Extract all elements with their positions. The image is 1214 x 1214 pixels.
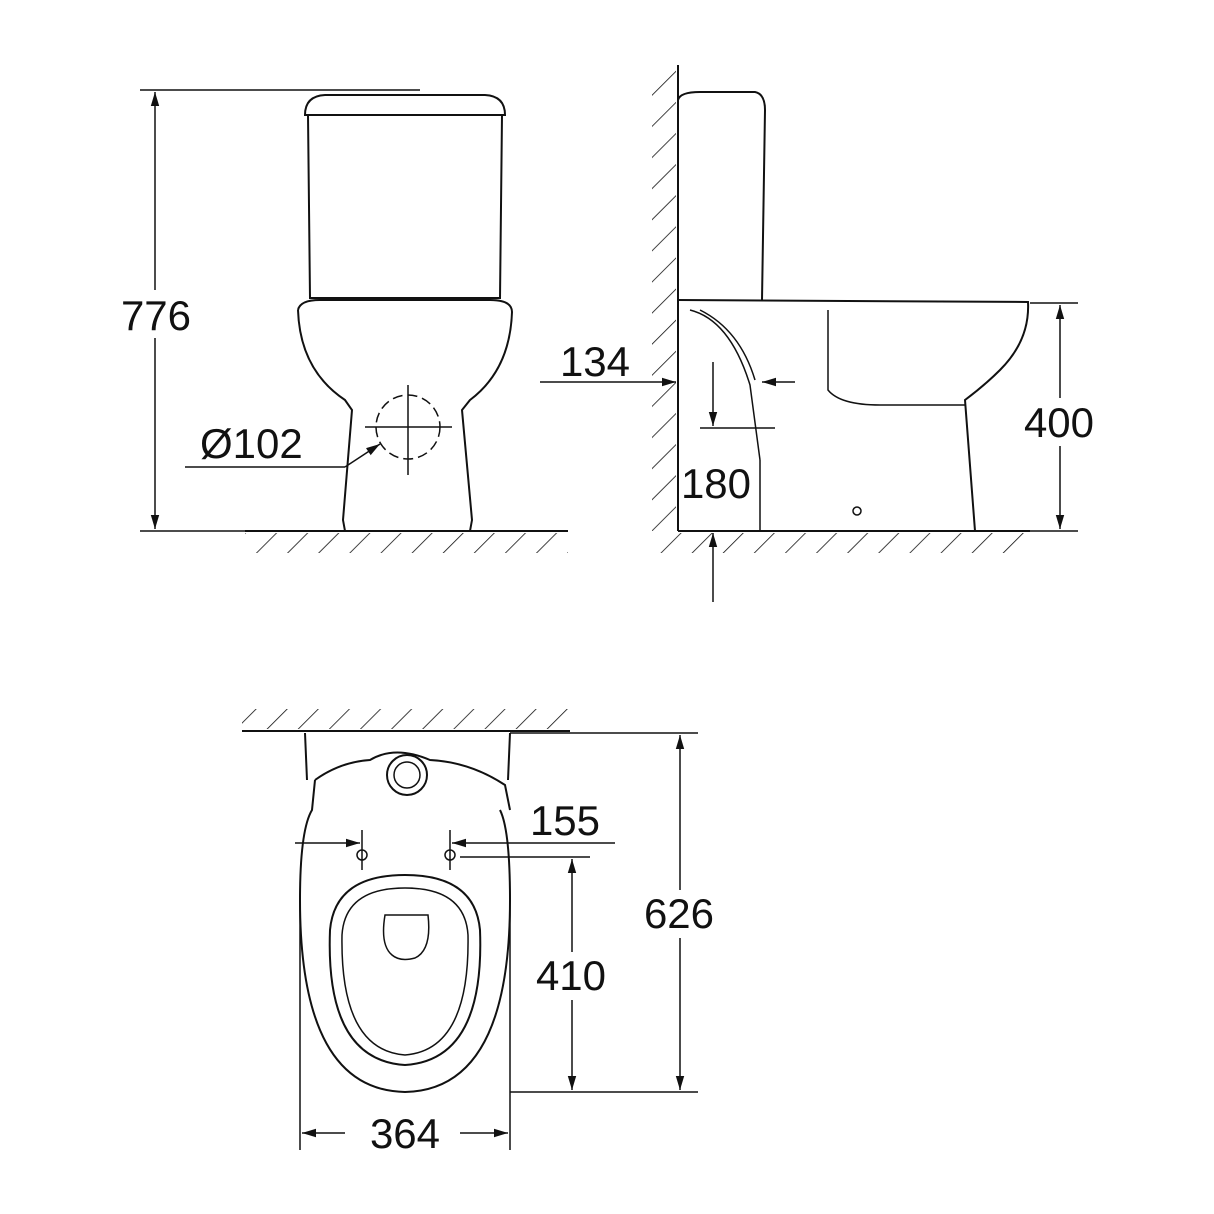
flush-button [386, 754, 428, 796]
dim-364: 364 [370, 1110, 440, 1157]
dim-155: 155 [530, 797, 600, 844]
bowl [297, 299, 514, 532]
dim-180: 180 [681, 460, 751, 507]
dim-134: 134 [560, 338, 630, 385]
dim-400: 400 [1024, 399, 1094, 446]
seat-opening [328, 873, 482, 1067]
dim-102: Ø102 [200, 420, 303, 467]
top-view: 155 626 410 364 [242, 709, 724, 1157]
dim-626: 626 [644, 890, 714, 937]
dim-776: 776 [121, 292, 191, 339]
dim-410: 410 [536, 952, 606, 999]
top-tank [304, 732, 511, 781]
side-bowl [677, 299, 1030, 532]
front-view: 776 Ø102 [112, 89, 568, 553]
wall-hatch [652, 65, 676, 531]
side-view: 400 134 180 [540, 65, 1102, 602]
tank [307, 114, 503, 299]
side-tank [677, 91, 767, 301]
floor-hatch [245, 533, 568, 553]
top-bowl [298, 779, 512, 1094]
tank-lid [303, 94, 507, 116]
